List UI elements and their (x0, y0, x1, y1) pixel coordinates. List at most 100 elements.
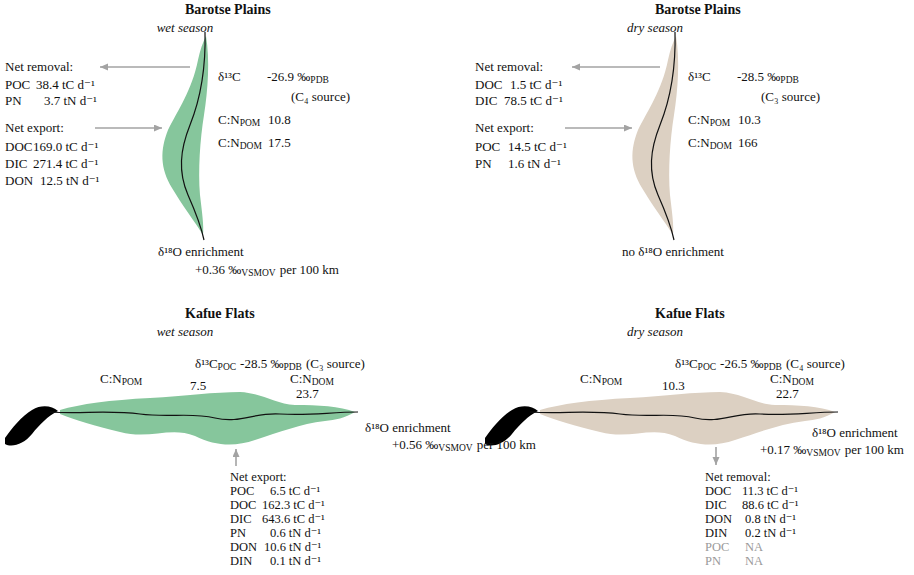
label-text: DIC (230, 512, 252, 526)
label-text: DIN (230, 554, 252, 568)
label-text: NA (745, 540, 763, 554)
label-text: 22.7 (776, 386, 799, 401)
label-text: 166 (738, 135, 758, 150)
label-text: 17.5 (268, 135, 291, 150)
label-text: VSMOV (438, 443, 472, 454)
label-text: 11.3 tC d⁻¹ (742, 484, 798, 498)
label-text: 12.5 tN d⁻¹ (40, 173, 100, 188)
label-text: PN (705, 554, 721, 568)
label-text: 0.2 tN d⁻¹ (745, 526, 796, 540)
label-text: (C₃ source) (761, 89, 820, 104)
label-text: dry season (627, 20, 683, 35)
label-text: 0.1 tN d⁻¹ (270, 554, 321, 568)
label-text: 10.3 (738, 112, 761, 127)
label-text: 1.6 tN d⁻¹ (508, 156, 561, 171)
label-text: POC (698, 362, 716, 373)
label-text: Kafue Flats (655, 306, 725, 322)
label-text: C:N (580, 371, 602, 386)
label-text: DON (230, 540, 257, 554)
label-text: DON (705, 512, 732, 526)
river-line (651, 32, 675, 240)
label-text: Kafue Flats (185, 306, 255, 322)
label-text: VSMOV (806, 448, 840, 459)
label-text: DIN (705, 526, 727, 540)
river-line (530, 412, 838, 420)
label-text: C:N (218, 135, 240, 150)
label-text: DOM (240, 141, 262, 152)
label-text: DOM (710, 141, 732, 152)
label-text: POC (475, 139, 500, 154)
label-text: per 100 km (280, 262, 339, 277)
label-text: +0.56 ‰ (392, 437, 438, 452)
flux-arrow (100, 66, 190, 68)
label-text: 88.6 tC d⁻¹ (742, 498, 799, 512)
label-text: Net export: (475, 120, 534, 135)
label-text: NA (745, 554, 763, 568)
label-text: POC (705, 540, 729, 554)
label-text: C:N (770, 371, 792, 386)
label-text: POC (5, 77, 30, 92)
label-text: POM (122, 377, 143, 388)
label-text: DIC (475, 93, 497, 108)
river-line (50, 412, 358, 420)
label-text: (C₄ source) (786, 356, 845, 371)
label-text: 23.7 (296, 386, 319, 401)
label-text: 10.8 (268, 112, 291, 127)
label-text: DOC (230, 498, 256, 512)
label-text: no δ¹⁸O enrichment (622, 244, 724, 259)
label-text: (C₃ source) (306, 356, 365, 371)
label-text: 6.5 tC d⁻¹ (270, 484, 320, 498)
label-text: wet season (157, 324, 214, 339)
label-text: +0.17 ‰ (760, 442, 806, 457)
flux-arrow (715, 447, 717, 465)
label-text: -26.5 ‰ (720, 356, 763, 371)
label-text: DIC (705, 498, 727, 512)
floodplain-wet (162, 36, 208, 235)
label-text: PN (475, 156, 492, 171)
label-text: PN (230, 526, 246, 540)
label-text: 3.7 tN d⁻¹ (44, 93, 97, 108)
label-text: 169.0 tC d⁻¹ (33, 139, 98, 154)
label-text: 78.5 tC d⁻¹ (504, 93, 563, 108)
label-text: δ¹³C (195, 356, 218, 371)
label-text: 0.6 tN d⁻¹ (270, 526, 321, 540)
label-text: POM (602, 377, 623, 388)
label-text: Barotse Plains (655, 2, 741, 18)
label-text: wet season (157, 20, 214, 35)
flux-arrow (565, 127, 632, 129)
label-text: C:N (100, 371, 122, 386)
label-text: DIC (5, 156, 27, 171)
label-text: per 100 km (477, 437, 536, 452)
label-text: δ¹⁸O enrichment (158, 244, 244, 259)
label-text: +0.36 ‰ (195, 262, 241, 277)
flux-arrow (95, 127, 162, 129)
label-text: POM (710, 118, 731, 129)
label-text: δ¹³C (688, 69, 711, 84)
label-text: Net export: (5, 120, 64, 135)
label-text: DON (5, 173, 33, 188)
label-text: 10.6 tN d⁻¹ (264, 540, 321, 554)
label-text: DOC (475, 77, 502, 92)
label-text: 0.8 tN d⁻¹ (745, 512, 796, 526)
label-text: per 100 km (845, 442, 904, 457)
label-text: Net export: (230, 470, 287, 484)
label-text: δ¹⁸O enrichment (365, 420, 451, 435)
label-text: 643.6 tC d⁻¹ (262, 512, 325, 526)
label-text: DOC (705, 484, 731, 498)
river-line (181, 32, 205, 240)
floodplain-dry (632, 36, 678, 235)
label-text: dry season (627, 324, 683, 339)
label-text: 162.3 tC d⁻¹ (262, 498, 325, 512)
label-text: POC (218, 362, 236, 373)
label-text: δ¹³C (218, 69, 241, 84)
label-text: DOC (5, 139, 32, 154)
label-text: 7.5 (190, 378, 206, 393)
label-text: -28.5 ‰ (240, 356, 283, 371)
label-text: PDB (780, 75, 798, 86)
flux-arrow (235, 449, 237, 466)
label-text: 1.5 tC d⁻¹ (510, 77, 562, 92)
label-text: 10.3 (662, 378, 685, 393)
label-text: C:N (688, 135, 710, 150)
label-text: -26.9 ‰ (267, 69, 310, 84)
